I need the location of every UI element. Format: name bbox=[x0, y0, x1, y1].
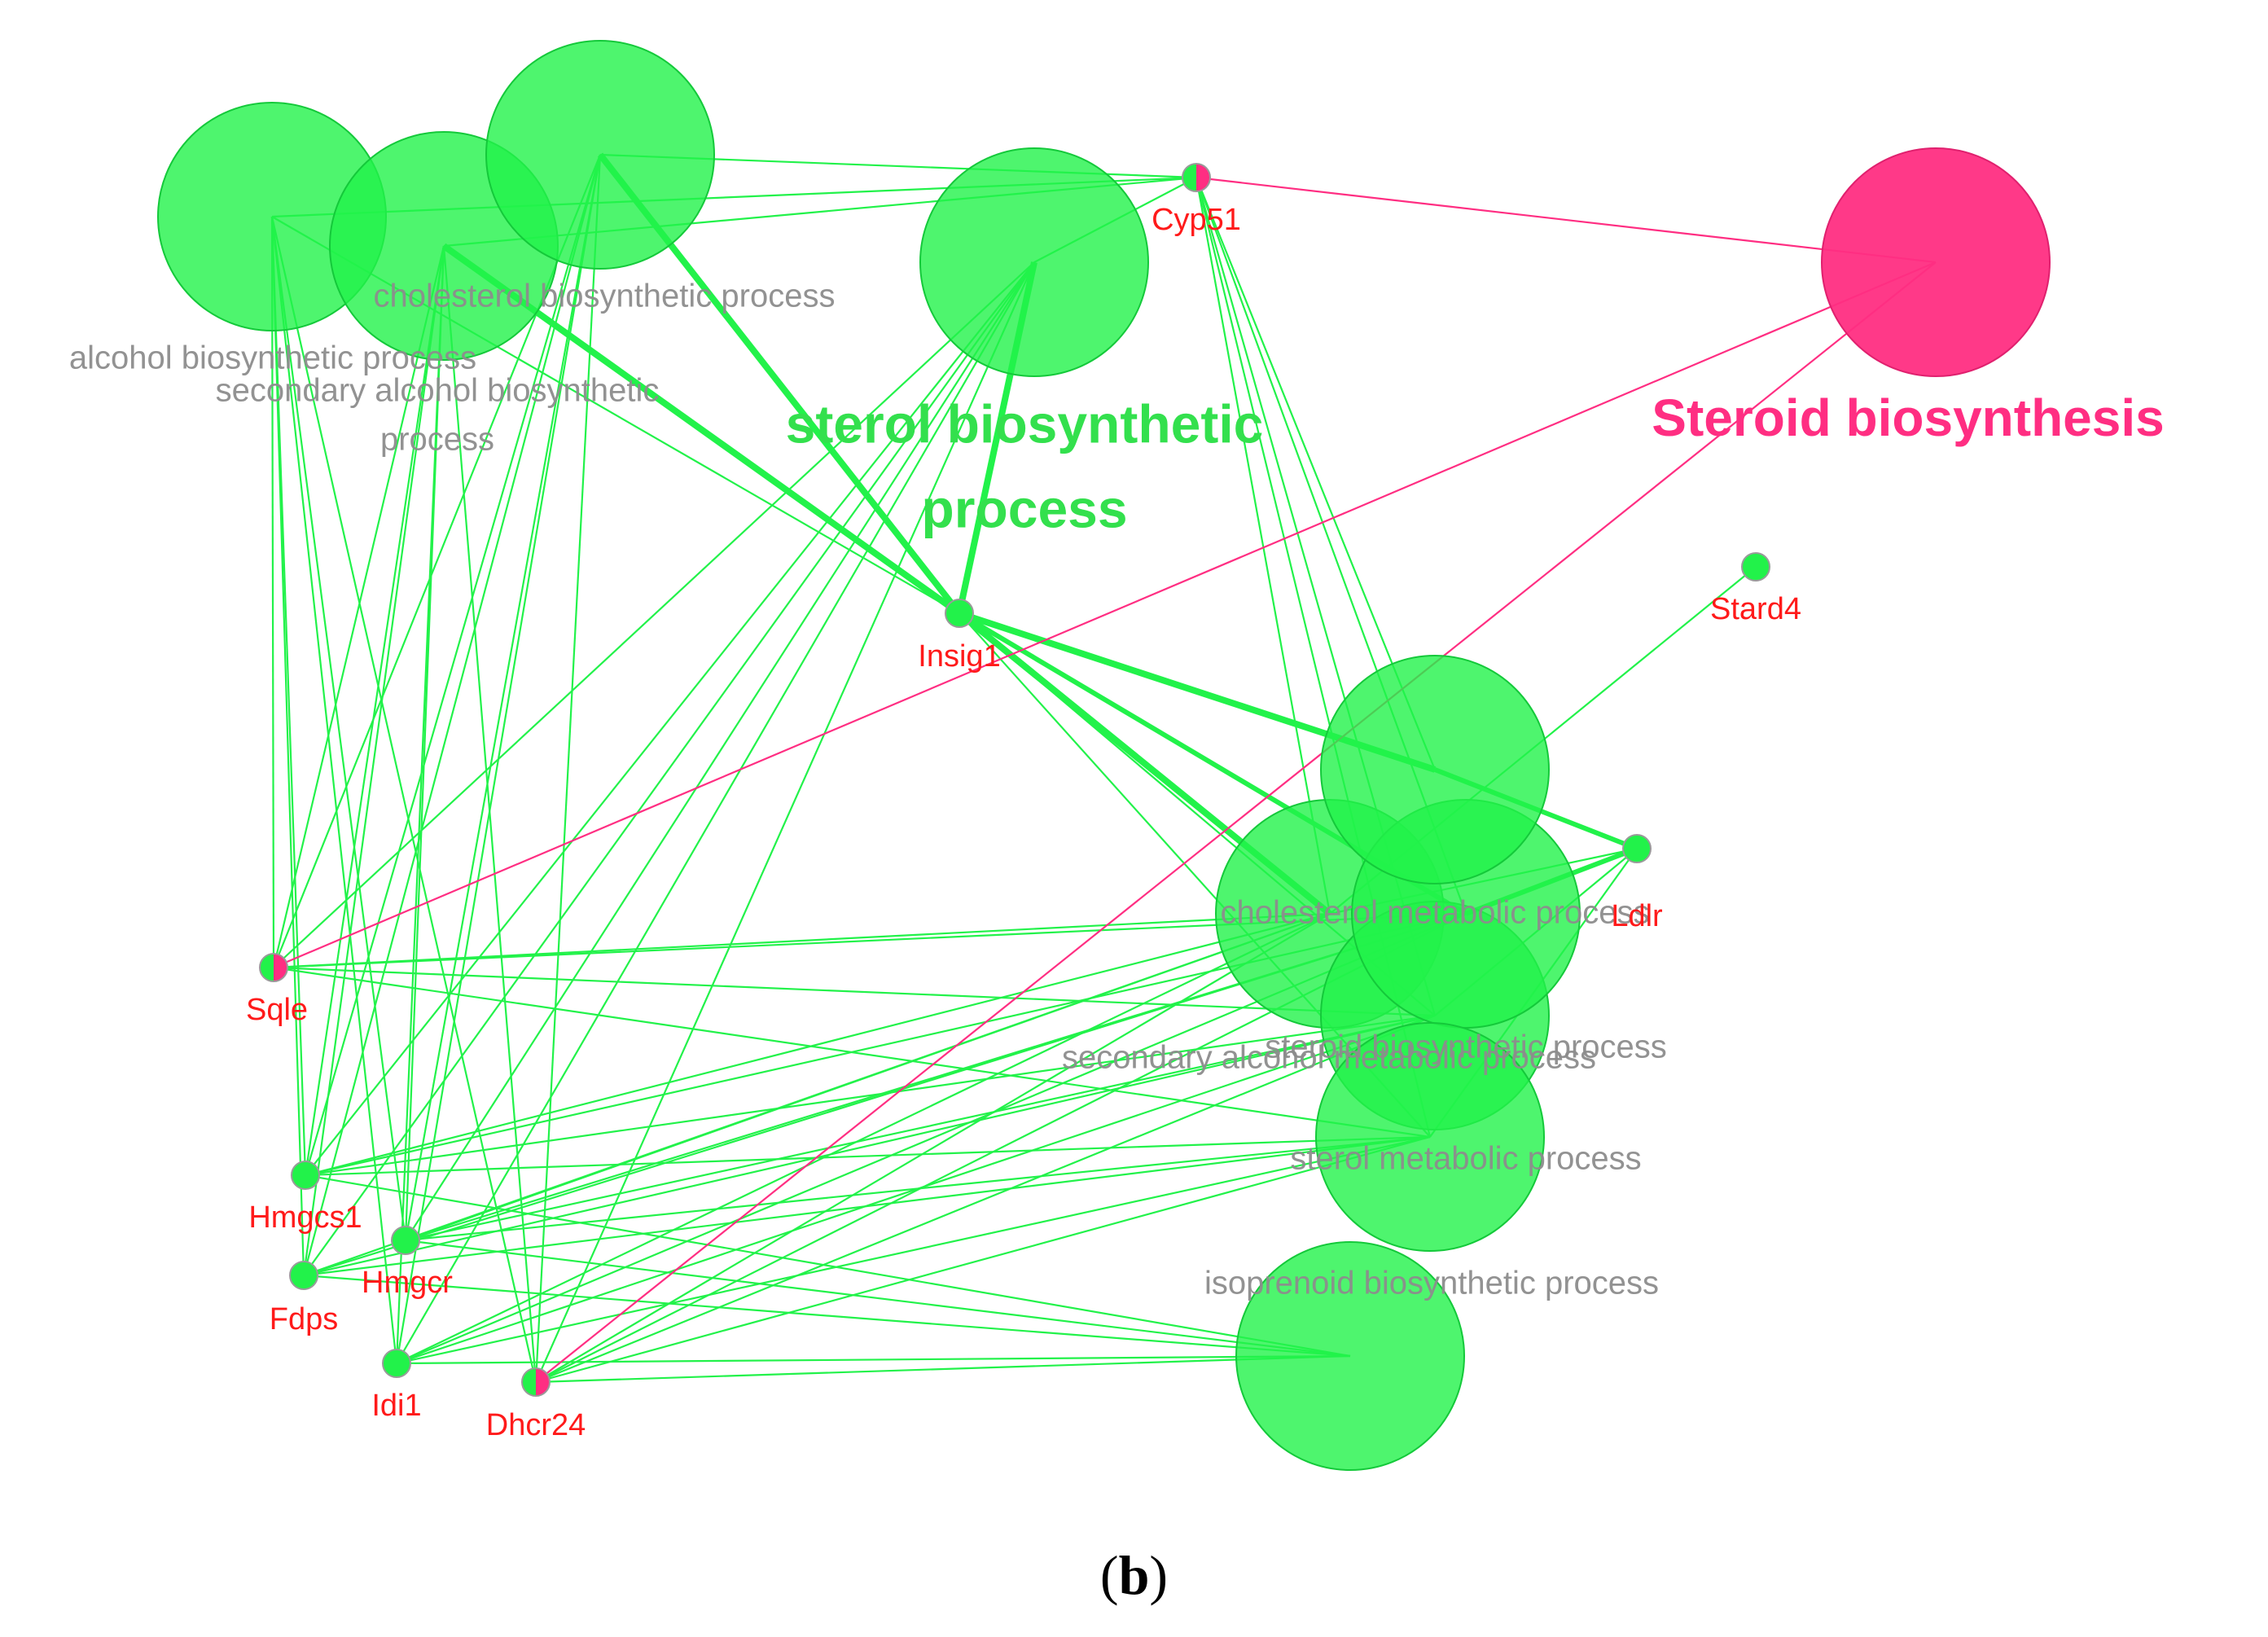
edge-isoprenoid-hmgcs1 bbox=[305, 1174, 1351, 1358]
edge-chol_met-idi1 bbox=[396, 913, 1331, 1364]
edge-chol_met-dhcr24 bbox=[535, 913, 1331, 1383]
edge-alcohol-dhcr24 bbox=[270, 216, 537, 1383]
edge-sec_alc_met-hmgcs1 bbox=[305, 1014, 1436, 1177]
term-node-extra-up[interactable] bbox=[1320, 655, 1550, 884]
gene-node-sqle[interactable] bbox=[259, 953, 288, 982]
edge-isoprenoid-fdps bbox=[303, 1274, 1351, 1358]
gene-node-ldlr[interactable] bbox=[1622, 834, 1652, 863]
term-label-sec-alc-top-line2: process bbox=[380, 422, 494, 458]
edge-alcohol-hmgcr bbox=[270, 216, 407, 1241]
edge-sterol_met-hmgcs1 bbox=[305, 1135, 1431, 1177]
term-label-sterol-bio-line2: process bbox=[921, 478, 1127, 538]
term-label-steroid-bio: steroid biosynthetic process bbox=[1265, 1029, 1667, 1065]
edge-sterol_bio-hmgcs1 bbox=[305, 261, 1035, 1176]
gene-label-idi1: Idi1 bbox=[371, 1389, 421, 1423]
edge-sterol_bio-sqle bbox=[273, 261, 1035, 968]
term-label-sterol-met: sterol metabolic process bbox=[1290, 1141, 1641, 1177]
edge-isoprenoid-hmgcr bbox=[405, 1239, 1351, 1358]
edge-chol_met-hmgcs1 bbox=[305, 912, 1331, 1177]
edge-steroid_pathway-dhcr24 bbox=[535, 261, 1937, 1383]
edge-sec_alc_met-fdps bbox=[303, 1014, 1436, 1277]
gene-label-hmgcs1: Hmgcs1 bbox=[248, 1200, 362, 1235]
gene-node-stard4[interactable] bbox=[1741, 552, 1770, 582]
term-label-chol-met: cholesterol metabolic process bbox=[1221, 895, 1650, 931]
gene-label-ldlr: Ldlr bbox=[1611, 899, 1663, 933]
gene-label-dhcr24: Dhcr24 bbox=[486, 1408, 586, 1442]
term-label-isoprenoid: isoprenoid biosynthetic process bbox=[1204, 1266, 1659, 1301]
gene-label-sqle: Sqle bbox=[246, 993, 308, 1027]
gene-node-idi1[interactable] bbox=[382, 1349, 411, 1378]
caption-close: ) bbox=[1149, 1544, 1169, 1606]
term-label-sec-alc-top-line1: secondary alcohol biosynthetic bbox=[216, 373, 660, 409]
edge-sec_alc_met-dhcr24 bbox=[535, 1014, 1436, 1384]
term-label-chol-bio: cholesterol biosynthetic process bbox=[374, 279, 836, 314]
term-node-sterol-met[interactable] bbox=[1315, 1022, 1545, 1252]
edge-sterol_bio-dhcr24 bbox=[534, 261, 1036, 1383]
edge-sec_alc_top-hmgcr bbox=[404, 154, 602, 1241]
gene-node-hmgcs1[interactable] bbox=[291, 1161, 320, 1190]
edge-chol_met-fdps bbox=[303, 912, 1331, 1277]
term-label-sec-alc-met: secondary alcohol metabolic process bbox=[1062, 1040, 1596, 1076]
term-node-sec-alc-top[interactable] bbox=[485, 40, 715, 270]
gene-label-insig1: Insig1 bbox=[918, 639, 1000, 674]
figure-caption: (b) bbox=[0, 1543, 2268, 1608]
edge-steroid_pathway-sqle bbox=[273, 261, 1937, 969]
gene-node-layer bbox=[259, 163, 1770, 1397]
term-label-sterol-bio-line1: sterol biosynthetic bbox=[786, 393, 1264, 454]
label-layer: alcohol biosynthetic process cholesterol … bbox=[69, 203, 2165, 1442]
gene-node-cyp51[interactable] bbox=[1182, 163, 1211, 192]
edge-alcohol-fdps bbox=[270, 216, 305, 1276]
gene-label-hmgcr: Hmgcr bbox=[362, 1266, 453, 1300]
edge-chol_met-cyp51 bbox=[1195, 177, 1331, 915]
caption-open: ( bbox=[1099, 1544, 1119, 1606]
edge-chol_met-sqle bbox=[273, 912, 1331, 969]
term-node-steroid-pathway[interactable] bbox=[1821, 147, 2051, 377]
edge-sterol_met-idi1 bbox=[396, 1135, 1431, 1365]
edge-sec_alc_top-hmgcs1 bbox=[304, 154, 602, 1176]
term-node-isoprenoid[interactable] bbox=[1235, 1241, 1465, 1471]
gene-node-fdps[interactable] bbox=[289, 1261, 318, 1290]
edge-sec_alc_top-dhcr24 bbox=[534, 154, 602, 1383]
edge-chol_bio-sqle bbox=[272, 245, 445, 968]
term-label-steroid-pathway: Steroid biosynthesis bbox=[1652, 388, 2164, 447]
gene-node-insig1[interactable] bbox=[945, 599, 974, 628]
edge-steroid_pathway-cyp51 bbox=[1195, 176, 1937, 264]
edge-sterol_bio-fdps bbox=[303, 261, 1035, 1276]
term-label-alcohol: alcohol biosynthetic process bbox=[69, 340, 476, 376]
edge-isoprenoid-dhcr24 bbox=[535, 1354, 1351, 1384]
edge-sec_alc_top-idi1 bbox=[395, 154, 602, 1364]
edge-sterol_met-dhcr24 bbox=[535, 1135, 1431, 1384]
gene-node-dhcr24[interactable] bbox=[521, 1367, 551, 1397]
gene-label-stard4: Stard4 bbox=[1710, 592, 1801, 626]
edge-sterol_bio-idi1 bbox=[396, 261, 1035, 1364]
edge-alcohol-sqle bbox=[270, 216, 275, 968]
gene-label-fdps: Fdps bbox=[270, 1302, 338, 1336]
gene-node-hmgcr[interactable] bbox=[391, 1226, 420, 1255]
edge-sec_alc_met-hmgcr bbox=[405, 1014, 1436, 1242]
edge-sec_alc_top-fdps bbox=[302, 154, 602, 1276]
term-node-layer bbox=[157, 40, 2051, 1471]
edge-chol_bio-dhcr24 bbox=[442, 245, 537, 1383]
edge-chol_bio-hmgcs1 bbox=[304, 245, 445, 1176]
edge-isoprenoid-idi1 bbox=[396, 1354, 1351, 1365]
caption-letter: b bbox=[1118, 1544, 1150, 1606]
gene-label-cyp51: Cyp51 bbox=[1152, 203, 1241, 237]
term-node-sterol-bio[interactable] bbox=[919, 147, 1149, 377]
edge-sec_alc_met-idi1 bbox=[396, 1014, 1436, 1365]
edge-chol_bio-idi1 bbox=[395, 245, 445, 1364]
edge-chol_bio-fdps bbox=[302, 245, 445, 1276]
